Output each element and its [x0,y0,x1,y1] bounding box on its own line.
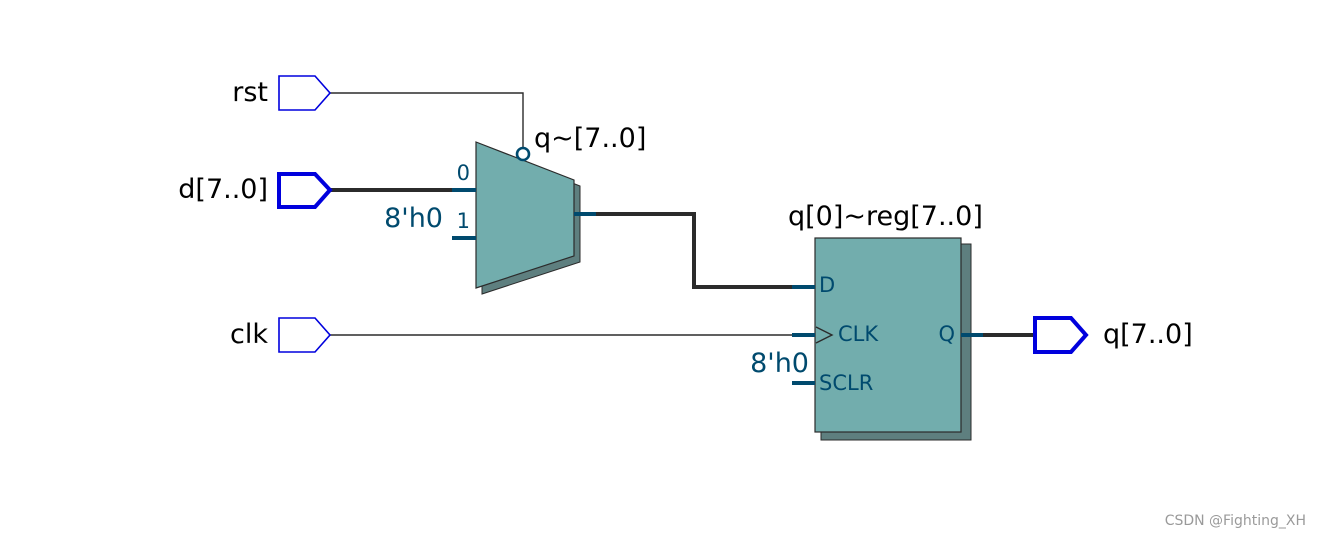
pin-arrow-icon [1033,316,1089,354]
mux-instance-name: q~[7..0] [534,123,646,154]
register-body [814,237,962,433]
mux-const-label: 8'h0 [384,203,443,234]
reg-port-sclr-label: SCLR [819,371,873,395]
input-pin-d[interactable]: d[7..0] [178,172,333,209]
pin-label-clk: clk [230,319,268,350]
reg-port-d-label: D [819,273,835,297]
pin-arrow-icon [278,317,332,353]
register-instance-name: q[0]~reg[7..0] [788,201,983,232]
pin-arrow-icon [278,75,332,111]
pin-label-rst: rst [232,77,268,108]
register-block[interactable]: D CLK SCLR Q 8'h0 q[0]~reg[7..0] [750,201,983,441]
watermark: CSDN @Fighting_XH [1165,513,1306,529]
wire-mux-to-reg [596,212,792,289]
mux-port-1-label: 1 [457,209,470,233]
clock-triangle-icon [815,326,834,344]
reg-sclr-const-label: 8'h0 [750,348,809,379]
mux-port-0-label: 0 [457,161,470,185]
pin-arrow-icon [277,172,333,209]
input-pin-rst[interactable]: rst [232,75,332,111]
wire-rst [330,92,524,148]
mux-block[interactable]: 0 1 8'h0 q~[7..0] [384,123,646,295]
mux-select-bubble [515,146,531,162]
pin-label-q: q[7..0] [1103,319,1193,350]
reg-port-clk-label: CLK [838,322,879,346]
output-pin-q[interactable]: q[7..0] [1033,316,1193,354]
pin-label-d: d[7..0] [178,174,268,205]
input-pin-clk[interactable]: clk [230,317,332,353]
reg-port-q-label: Q [938,322,955,346]
